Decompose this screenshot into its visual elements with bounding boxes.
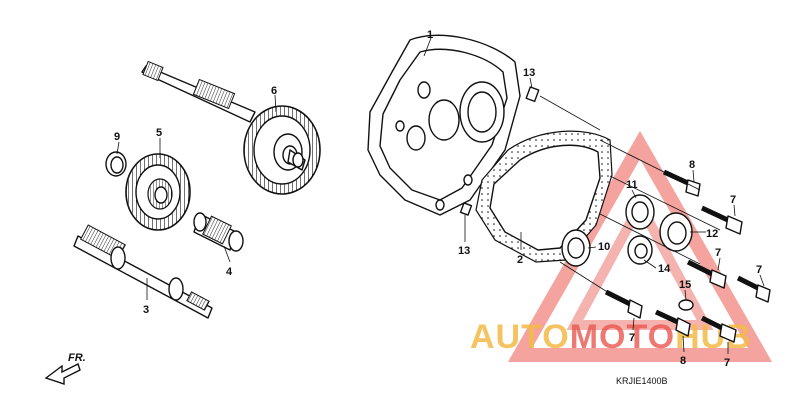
callout-11: 11 [626,179,638,191]
flange-bolt-7b [686,259,727,289]
callout-8b: 8 [680,355,686,367]
callout-numbers: 1 2 3 4 5 6 7 7 7 7 7 8 8 9 10 11 12 13 … [114,29,762,369]
drive-shaft [73,224,213,319]
flange-bolt-8-lower [654,309,691,337]
callout-5: 5 [156,127,162,139]
projection-lines [539,95,721,301]
watermark-word-auto: AUTO [470,318,570,356]
callout-8a: 8 [689,159,695,171]
callout-14: 14 [658,263,671,275]
callout-2: 2 [517,254,523,266]
callout-9: 9 [114,131,120,143]
final-shaft-with-gear [141,60,321,195]
oil-seal-12 [659,212,693,252]
bearing-10 [561,229,591,267]
washer-15 [678,299,694,311]
front-marker-label: FR. [68,352,86,364]
flange-bolt-7c [736,275,771,303]
callout-7e: 7 [724,357,730,369]
dowel-pin-lower [459,202,473,216]
callout-7b: 7 [715,247,721,259]
callout-15: 15 [679,279,691,291]
callout-7a: 7 [730,194,736,206]
front-direction-marker: FR. [44,352,86,385]
transmission-case [367,34,521,216]
flange-bolt-7e [700,315,737,343]
case-gasket [475,130,613,263]
flange-bolt-7d [604,289,643,319]
callout-3: 3 [143,304,149,316]
flange-bolt-7a [700,205,743,235]
diagram-code: KRJIE1400B [616,376,668,386]
callout-6: 6 [271,85,277,97]
callout-leaders [116,37,765,354]
callout-7c: 7 [756,264,762,276]
callout-13a: 13 [523,67,535,79]
bearing-11 [625,194,655,230]
callout-7d: 7 [629,332,635,344]
callout-1: 1 [427,29,433,41]
svg-text:AUTOMOTOHUB: AUTOMOTOHUB [470,318,752,356]
countershaft-pinion [193,212,244,252]
callout-12: 12 [706,228,718,240]
watermark-word-moto: MOTO [570,318,675,356]
bearing-14 [627,235,653,265]
callout-13b: 13 [458,245,470,257]
dowel-pin-upper [525,86,540,103]
washer [105,151,127,177]
drive-gear [125,153,191,231]
callout-4: 4 [226,266,233,278]
callout-10: 10 [598,241,610,253]
